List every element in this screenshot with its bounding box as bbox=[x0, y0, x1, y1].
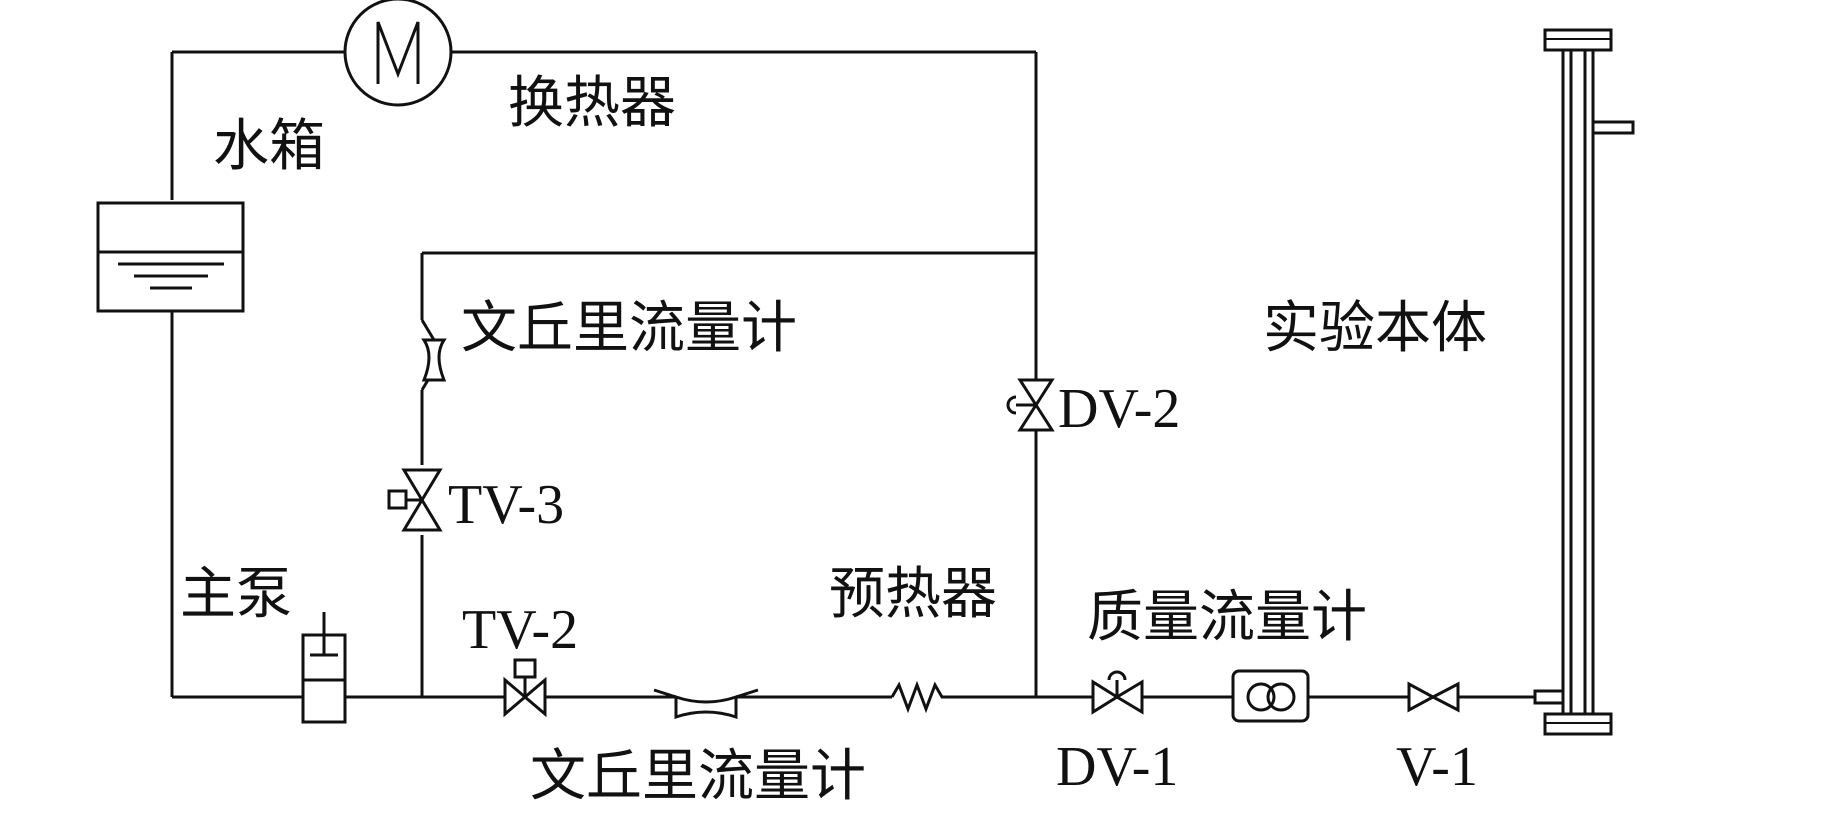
dv2-valve-icon bbox=[1006, 378, 1055, 432]
preheater-label: 预热器 bbox=[829, 562, 997, 627]
tv2-valve-icon bbox=[503, 658, 547, 718]
mass-flowmeter-icon bbox=[1231, 669, 1310, 723]
water-tank-label: 水箱 bbox=[213, 114, 325, 179]
pipe-network bbox=[170, 50, 1535, 699]
venturi-meter-lower-icon bbox=[653, 688, 759, 720]
main-pump-icon bbox=[301, 612, 347, 724]
test-section-icon bbox=[1533, 28, 1635, 736]
v1-valve-icon bbox=[1407, 681, 1460, 713]
test-section-label: 实验本体 bbox=[1263, 296, 1487, 361]
venturi-upper-label: 文丘里流量计 bbox=[461, 296, 797, 361]
preheater-icon bbox=[890, 680, 946, 714]
heat-exchanger-icon bbox=[343, 0, 453, 107]
tv2-label: TV-2 bbox=[462, 599, 578, 661]
dv2-label: DV-2 bbox=[1058, 378, 1180, 440]
main-pump-label: 主泵 bbox=[180, 562, 292, 627]
tv3-valve-icon bbox=[387, 468, 443, 532]
tv3-label: TV-3 bbox=[448, 474, 564, 536]
venturi-lower-label: 文丘里流量计 bbox=[530, 744, 866, 809]
mass-flowmeter-label: 质量流量计 bbox=[1087, 585, 1367, 650]
dv1-valve-icon bbox=[1091, 670, 1144, 715]
water-tank-icon bbox=[96, 201, 245, 313]
labels: 水箱 换热器 文丘里流量计 实验本体 DV-2 TV-3 主泵 TV-2 预热器… bbox=[180, 71, 1487, 809]
v1-label: V-1 bbox=[1396, 736, 1478, 798]
dv1-label: DV-1 bbox=[1056, 736, 1178, 798]
venturi-meter-upper-icon bbox=[420, 319, 447, 391]
heat-exchanger-label: 换热器 bbox=[508, 71, 676, 136]
